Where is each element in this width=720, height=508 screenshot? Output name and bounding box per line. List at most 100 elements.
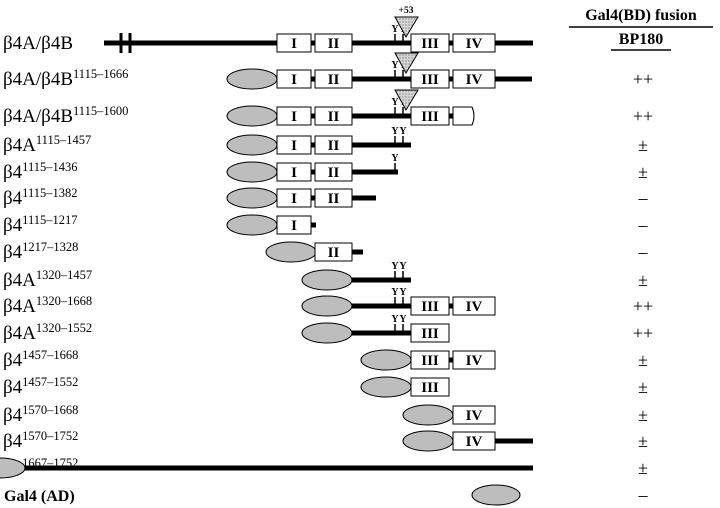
domain-box-II xyxy=(314,242,353,262)
domain-label: III xyxy=(421,380,439,396)
insert-triangle xyxy=(394,16,419,39)
tyrosine-label: Y xyxy=(399,126,407,137)
header-title: Gal4(BD) fusion xyxy=(585,7,697,24)
binding-result: ± xyxy=(638,431,648,451)
construct-name: β4 xyxy=(3,215,23,236)
domain-label: IV xyxy=(466,408,483,424)
domain-label: I xyxy=(291,191,297,207)
gal4-ad-ellipse xyxy=(471,484,521,506)
domain-box-II xyxy=(314,162,353,182)
gal4-bd-ellipse xyxy=(226,187,278,209)
construct-range: 1115–1600 xyxy=(73,104,128,118)
construct-row: β41570–1752±IV xyxy=(3,429,648,452)
construct-row: β4A/β4B1115–1666++IIIIIIIVYY xyxy=(3,52,653,90)
domain-box-II xyxy=(314,188,353,208)
domain-box-I xyxy=(276,215,312,235)
construct-name: β4A xyxy=(3,323,36,344)
domain-label: IV xyxy=(466,353,483,369)
binding-result: – xyxy=(638,215,649,235)
construct-label: β4A/β4B1115–1600 xyxy=(3,104,128,127)
domain-box-partial-IV xyxy=(452,106,475,126)
construct-label: β4A/β4B xyxy=(3,33,73,54)
tyrosine-label: Y xyxy=(399,287,407,298)
binding-result: ± xyxy=(638,405,648,425)
construct-rows: β4A/β4BIIIIIIIVYY+53β4A/β4B1115–1666++II… xyxy=(0,6,653,506)
construct-row: β41570–1668±IV xyxy=(3,403,648,426)
gal4-bd-ellipse xyxy=(0,457,26,479)
binding-result: ± xyxy=(638,458,648,478)
construct-row: β4A/β4BIIIIIIIVYY+53 xyxy=(3,6,533,54)
domain-box-III xyxy=(410,350,450,370)
domain-box-II xyxy=(314,135,353,155)
construct-range: 1115–1217 xyxy=(22,213,77,227)
domain-label: II xyxy=(328,245,340,261)
construct-label: β4A/β4B1115–1666 xyxy=(3,67,128,90)
domain-box-IV xyxy=(452,69,496,89)
domain-box-III xyxy=(410,296,450,316)
binding-result: ± xyxy=(638,135,648,155)
domain-label: II xyxy=(328,138,340,154)
gal4-bd-ellipse xyxy=(226,161,278,183)
insert-triangle xyxy=(394,89,419,112)
tyrosine-label: Y xyxy=(391,314,399,325)
construct-name: β4 xyxy=(3,242,23,263)
binding-result: – xyxy=(638,242,649,262)
construct-range: 1457–1668 xyxy=(22,348,78,362)
domain-box-IV xyxy=(452,405,496,425)
domain-label: I xyxy=(291,218,297,234)
construct-row: β41115–1217 – I xyxy=(3,213,649,236)
domain-label: I xyxy=(291,36,297,52)
tyrosine-label: Y xyxy=(391,261,399,272)
domain-label: II xyxy=(328,72,340,88)
construct-range: 1115–1457 xyxy=(36,133,91,147)
domain-label: I xyxy=(291,109,297,125)
construct-range: 1115–1666 xyxy=(73,67,128,81)
tyrosine-label: Y xyxy=(399,314,407,325)
domain-label: I xyxy=(291,72,297,88)
domain-box-I xyxy=(276,188,312,208)
construct-row: β41217–1328–II xyxy=(3,240,649,263)
construct-label: β41457–1668 xyxy=(3,348,78,371)
tyrosine-label: Y xyxy=(399,261,407,272)
construct-name: β4A xyxy=(3,296,36,317)
tyrosine-label: Y xyxy=(391,24,399,35)
domain-box-III xyxy=(410,69,450,89)
construct-name: β4A xyxy=(3,135,36,156)
construct-name: β4 xyxy=(3,377,23,398)
gal4-bd-ellipse xyxy=(402,430,454,452)
gal4-bd-ellipse xyxy=(265,241,317,263)
domain-box-III xyxy=(410,33,450,53)
domain-box-IV xyxy=(452,350,496,370)
gal4-bd-ellipse xyxy=(360,349,412,371)
domain-label: III xyxy=(421,109,439,125)
gal4-bd-ellipse xyxy=(226,134,278,156)
domain-label: III xyxy=(421,326,439,342)
binding-result: ± xyxy=(638,350,648,370)
domain-box-IV xyxy=(452,33,496,53)
domain-label: III xyxy=(421,36,439,52)
binding-result: ++ xyxy=(633,296,653,316)
binding-result: ++ xyxy=(633,69,653,89)
domain-label: III xyxy=(421,353,439,369)
domain-label: IV xyxy=(466,434,483,450)
gal4-bd-ellipse xyxy=(226,105,278,127)
insert-label: +53 xyxy=(399,6,414,16)
construct-row: β41457–1668 ± III IV xyxy=(3,348,648,371)
domain-box-III xyxy=(410,377,450,397)
construct-range: 1570–1668 xyxy=(22,403,78,417)
domain-label: II xyxy=(328,36,340,52)
construct-label: β41115–1382 xyxy=(3,186,78,209)
construct-label: β4A1320–1457 xyxy=(3,268,92,291)
construct-label: β41457–1552 xyxy=(3,375,78,398)
domain-label: III xyxy=(421,72,439,88)
construct-name: β4A/β4B xyxy=(3,33,73,54)
gal4-bd-ellipse xyxy=(226,214,278,236)
construct-row: Gal4 (AD)– xyxy=(4,484,649,506)
construct-label: β41115–1217 xyxy=(3,213,78,236)
domain-box-II xyxy=(314,69,353,89)
domain-box-I xyxy=(276,106,312,126)
